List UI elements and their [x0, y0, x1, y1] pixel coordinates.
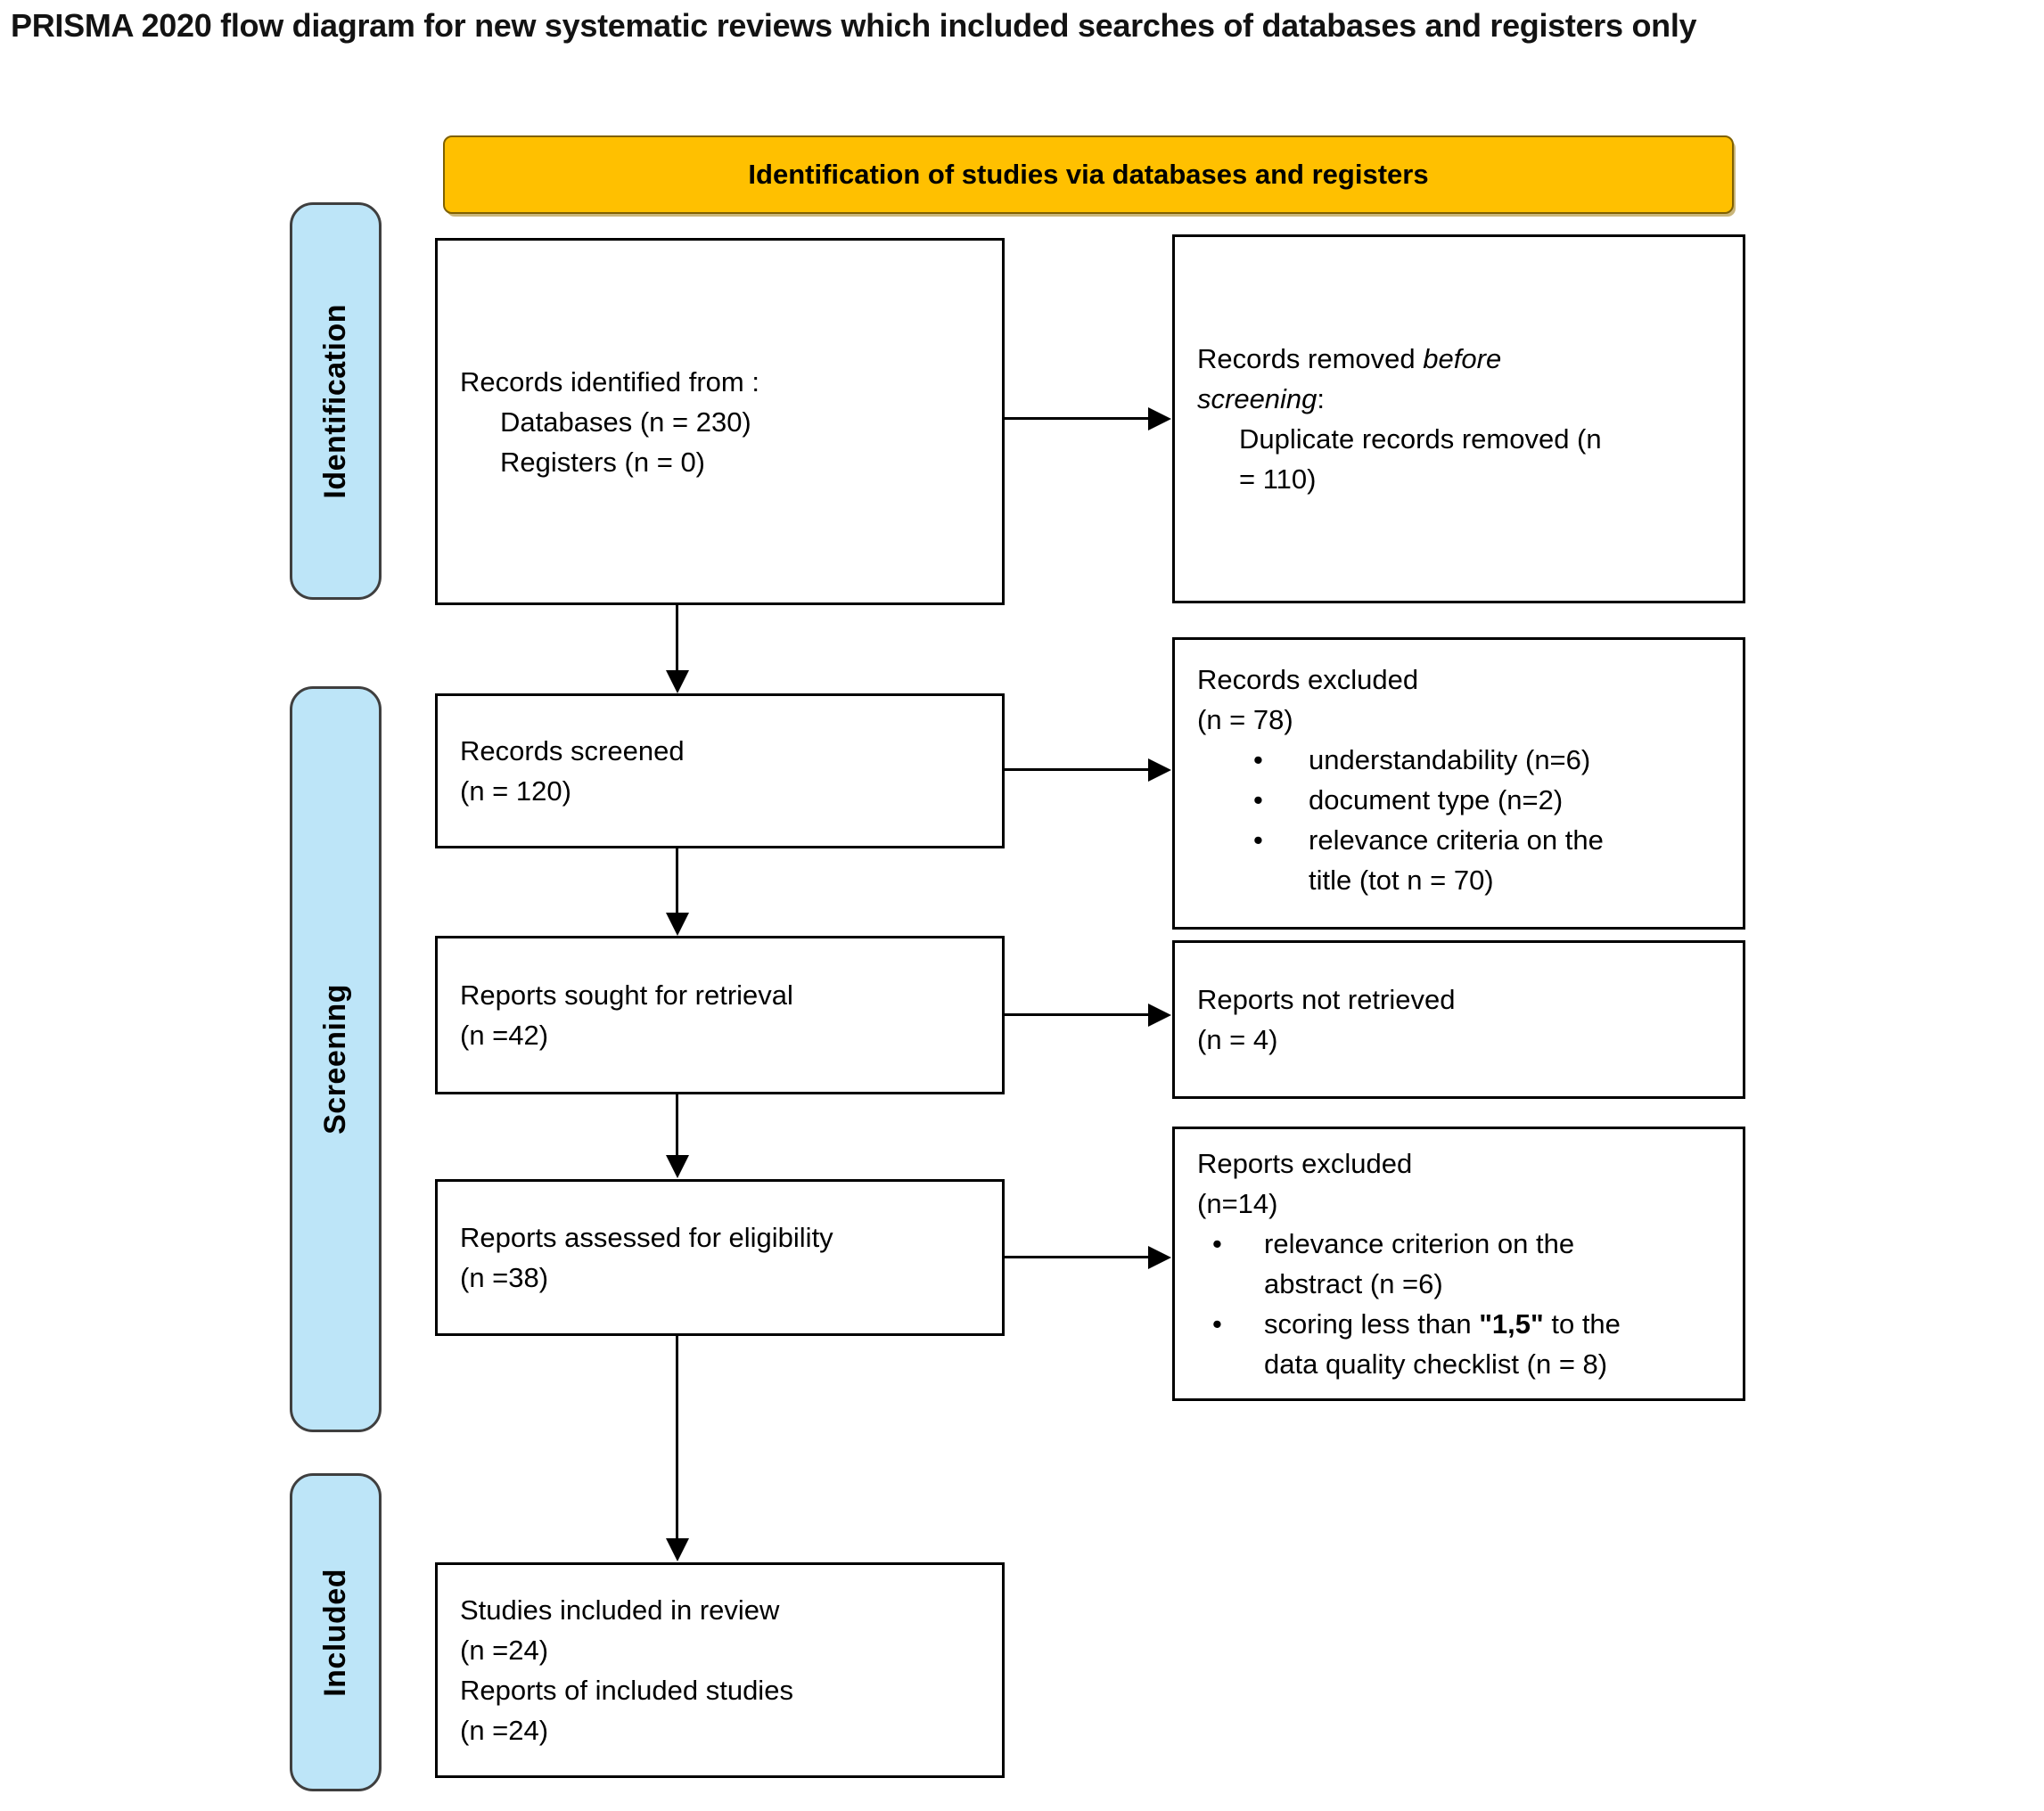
box-line: (n = 78) — [1197, 704, 1293, 735]
bullet-text: understandability (n=6) — [1309, 744, 1591, 775]
box-line: (n = 4) — [1197, 1024, 1278, 1055]
arrow-screened-to-excluded-head — [1148, 758, 1171, 782]
bullet-icon: • — [1253, 744, 1263, 775]
bullet-item: • relevance criterion on the abstract (n… — [1175, 1224, 1621, 1304]
arrow-assessed-to-included-line — [676, 1335, 678, 1538]
box-line: Records identified from : — [460, 365, 759, 397]
stage-label-text: Screening — [318, 984, 352, 1135]
stage-label-identification: Identification — [290, 202, 382, 600]
box-line: Records screened — [460, 735, 685, 766]
box-line: (n =24) — [460, 1635, 549, 1666]
bullet-text: relevance criterion on the abstract (n =… — [1264, 1228, 1575, 1299]
box-line: Studies included in review — [460, 1594, 780, 1626]
stage-label-screening: Screening — [290, 686, 382, 1432]
box-text: Records removed — [1197, 343, 1424, 374]
box-line: Databases (n = 230) — [500, 406, 751, 438]
bullet-icon: • — [1212, 1228, 1222, 1259]
bullet-item: • understandability (n=6) — [1175, 740, 1743, 780]
flow-banner: Identification of studies via databases … — [443, 135, 1734, 214]
arrow-assessed-to-included-head — [666, 1538, 689, 1561]
arrow-screened-to-sought-head — [666, 913, 689, 936]
box-line: (n=14) — [1197, 1188, 1278, 1219]
bullet-text: relevance criteria on the title (tot n =… — [1309, 824, 1604, 896]
arrow-assessed-to-excluded-line — [1005, 1256, 1149, 1258]
box-reports-excluded: Reports excluded (n=14) • relevance crit… — [1172, 1127, 1745, 1401]
box-line: (n =38) — [460, 1262, 549, 1293]
arrow-identified-to-screened-head — [666, 670, 689, 693]
arrow-sought-to-assessed-line — [676, 1094, 678, 1155]
box-reports-not-retrieved: Reports not retrieved (n = 4) — [1172, 940, 1745, 1099]
box-reports-sought: Reports sought for retrieval (n =42) — [435, 936, 1005, 1094]
stage-label-text: Identification — [318, 303, 352, 499]
bullet-item: • scoring less than "1,5" to the data qu… — [1175, 1304, 1621, 1384]
bullet-text-bold: "1,5" — [1479, 1308, 1544, 1340]
box-line: Registers (n = 0) — [500, 446, 706, 478]
box-line: Reports not retrieved — [1197, 984, 1456, 1015]
stage-label-text: Included — [318, 1568, 352, 1697]
box-text-italic: before screening — [1197, 343, 1502, 414]
bullet-icon: • — [1253, 784, 1263, 815]
box-records-removed: Records removed before screening: Duplic… — [1172, 234, 1745, 603]
arrow-sought-to-notretrieved-head — [1148, 1004, 1171, 1027]
box-line: Records excluded — [1197, 664, 1419, 695]
box-records-excluded: Records excluded (n = 78) • understandab… — [1172, 637, 1745, 930]
box-line: Reports assessed for eligibility — [460, 1222, 833, 1253]
arrow-identified-to-removed-head — [1148, 407, 1171, 430]
bullet-item: • relevance criteria on the title (tot n… — [1175, 820, 1634, 900]
arrow-screened-to-sought-line — [676, 848, 678, 914]
box-line: (n =42) — [460, 1020, 549, 1051]
box-reports-assessed: Reports assessed for eligibility (n =38) — [435, 1179, 1005, 1336]
box-line: Duplicate records removed (n = 110) — [1239, 423, 1602, 495]
box-studies-included: Studies included in review (n =24) Repor… — [435, 1562, 1005, 1778]
arrow-identified-to-screened-line — [676, 604, 678, 672]
box-line: Reports sought for retrieval — [460, 979, 793, 1011]
bullet-text: document type (n=2) — [1309, 784, 1564, 815]
stage-label-included: Included — [290, 1473, 382, 1791]
flow-banner-label: Identification of studies via databases … — [748, 159, 1429, 190]
bullet-icon: • — [1212, 1308, 1222, 1340]
arrow-identified-to-removed-line — [1005, 417, 1149, 420]
box-text: : — [1317, 383, 1326, 414]
page-title: PRISMA 2020 flow diagram for new systema… — [11, 7, 1697, 44]
arrow-assessed-to-excluded-head — [1148, 1246, 1171, 1269]
bullet-item: • document type (n=2) — [1175, 780, 1743, 820]
bullet-text: to the data quality checklist (n = 8) — [1264, 1308, 1621, 1380]
box-line: (n = 120) — [460, 775, 571, 807]
arrow-sought-to-notretrieved-line — [1005, 1013, 1149, 1016]
arrow-sought-to-assessed-head — [666, 1155, 689, 1178]
box-line: Records removed before screening: — [1175, 339, 1572, 419]
box-records-identified: Records identified from : Databases (n =… — [435, 238, 1005, 605]
box-line: (n =24) — [460, 1715, 549, 1746]
arrow-screened-to-excluded-line — [1005, 768, 1149, 771]
bullet-icon: • — [1253, 824, 1263, 856]
bullet-text: scoring less than — [1264, 1308, 1480, 1340]
box-line: Reports of included studies — [460, 1675, 793, 1706]
box-records-screened: Records screened (n = 120) — [435, 693, 1005, 848]
box-line: Reports excluded — [1197, 1148, 1413, 1179]
